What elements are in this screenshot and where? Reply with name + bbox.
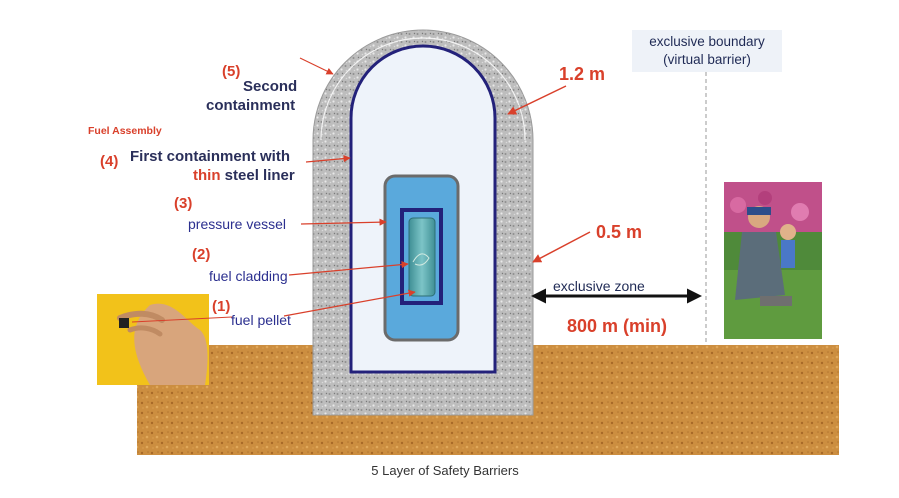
fuel-pellet-number: (1) bbox=[212, 298, 230, 315]
leader-fuel-pellet bbox=[283, 289, 416, 317]
inner-thickness-label: 0.5 m bbox=[596, 222, 642, 242]
fuel-assembly-label: Fuel Assembly bbox=[88, 125, 162, 137]
fuel-pellet-swirl bbox=[412, 253, 430, 266]
fuel-pellet-label: fuel pellet bbox=[231, 312, 291, 328]
first-containment-liner-words: steel liner bbox=[221, 167, 295, 184]
boundary-label-line2: (virtual barrier) bbox=[663, 52, 751, 67]
second-containment-outline bbox=[320, 37, 526, 141]
boundary-label-box bbox=[632, 30, 782, 72]
leader-pressure-vessel bbox=[300, 218, 387, 226]
pressure-vessel-number: (3) bbox=[174, 195, 192, 212]
fuel-cladding-number: (2) bbox=[192, 246, 210, 263]
leader-inner-thickness bbox=[532, 231, 591, 263]
first-containment-label-line2: thin steel liner bbox=[193, 167, 295, 184]
leader-pellet-photo bbox=[131, 316, 233, 323]
family-photo bbox=[724, 182, 822, 339]
fuel-cladding-rod bbox=[408, 217, 436, 297]
diagram-caption: 5 Layer of Safety Barriers bbox=[371, 463, 519, 478]
first-containment-number: (4) bbox=[100, 153, 118, 170]
first-containment-label-line1: First containment with bbox=[130, 148, 290, 165]
second-containment-number: (5) bbox=[222, 63, 240, 80]
pressure-vessel-label: pressure vessel bbox=[188, 216, 286, 232]
exclusive-distance-label: 800 m (min) bbox=[567, 316, 667, 336]
hand-photo bbox=[97, 294, 209, 385]
second-containment-label-line2: containment bbox=[206, 97, 295, 114]
leader-first-containment bbox=[305, 155, 351, 163]
leader-outer-thickness bbox=[507, 85, 567, 115]
outer-thickness-label: 1.2 m bbox=[559, 64, 605, 84]
first-containment-thin-word: thin bbox=[193, 167, 221, 184]
fuel-assembly-frame bbox=[400, 208, 443, 305]
leader-second-containment bbox=[299, 57, 334, 75]
fuel-cladding-label: fuel cladding bbox=[209, 268, 288, 284]
second-containment-label-line1: Second bbox=[243, 78, 297, 95]
boundary-label-line1: exclusive boundary bbox=[649, 34, 765, 49]
leader-fuel-cladding bbox=[288, 261, 409, 276]
exclusive-zone-label: exclusive zone bbox=[553, 278, 645, 294]
